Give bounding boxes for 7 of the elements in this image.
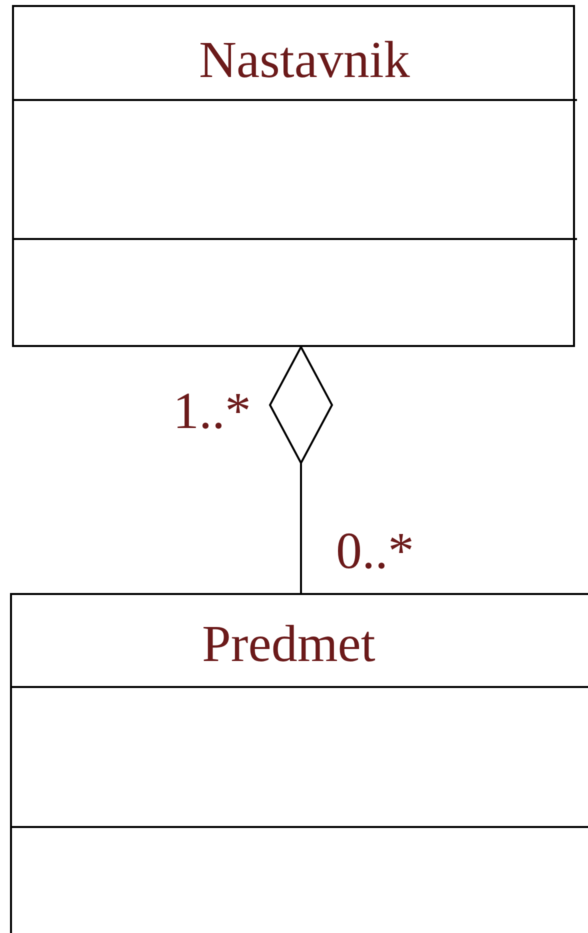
class-name: Nastavnik	[198, 35, 411, 87]
class-box	[12, 5, 575, 347]
multiplicity-label: 0..*	[336, 526, 414, 578]
multiplicity-label: 1..*	[173, 386, 251, 438]
class-name: Predmet	[201, 619, 376, 671]
aggregation-line	[269, 346, 333, 593]
class-box	[10, 593, 588, 933]
